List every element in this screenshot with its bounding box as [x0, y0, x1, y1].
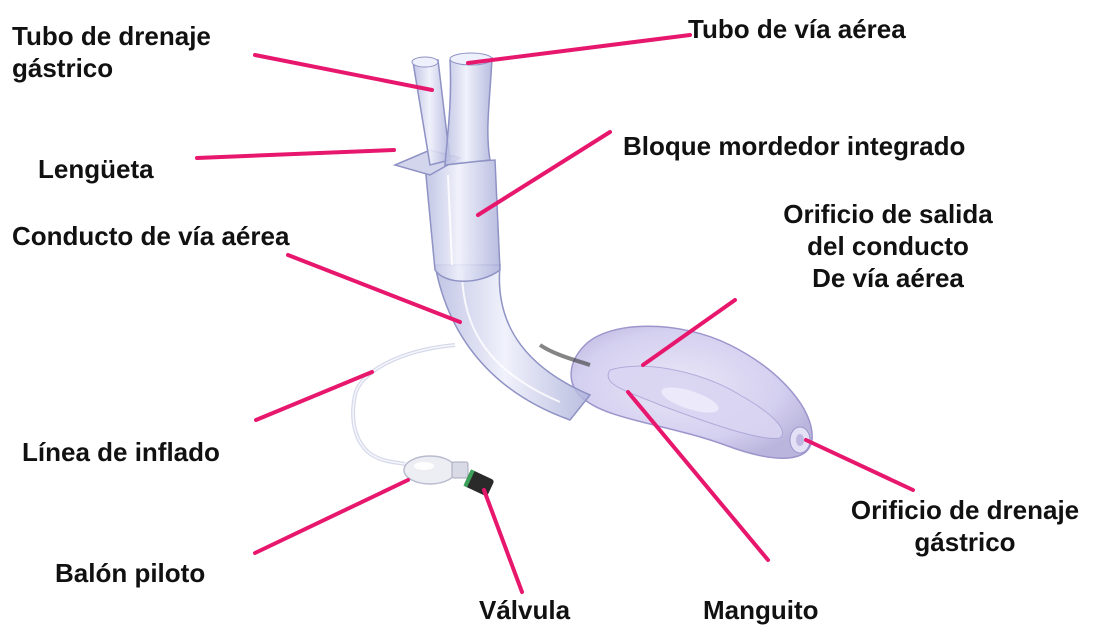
- label-orificio-drenaje: Orificio de drenaje gástrico: [830, 494, 1100, 558]
- label-orificio-salida: Orificio de salida del conducto De vía a…: [748, 198, 1028, 294]
- gastric-drain-tube: [413, 60, 450, 165]
- device-illustration: [353, 53, 812, 497]
- cuff: [571, 326, 812, 458]
- pilot-balloon: [404, 456, 468, 484]
- leader-orificio-drenaje: [806, 440, 913, 490]
- bite-block: [425, 160, 500, 281]
- leader-tubo-via-aerea: [468, 35, 690, 63]
- label-conducto-via-aerea: Conducto de vía aérea: [12, 220, 289, 252]
- leader-bloque-mordedor: [478, 132, 610, 215]
- label-valvula: Válvula: [479, 594, 570, 626]
- leader-valvula: [484, 490, 522, 592]
- leader-lines: [197, 35, 913, 592]
- label-balon-piloto: Balón piloto: [55, 557, 205, 589]
- label-tubo-drenaje-gastrico: Tubo de drenaje gástrico: [12, 20, 211, 84]
- label-tubo-via-aerea: Tubo de vía aérea: [688, 13, 906, 45]
- label-bloque-mordedor: Bloque mordedor integrado: [623, 130, 965, 162]
- label-lengueta: Lengüeta: [38, 153, 154, 185]
- airway-tube: [445, 58, 492, 165]
- label-manguito: Manguito: [703, 594, 819, 626]
- leader-balon-piloto: [255, 480, 408, 553]
- airway-conduit: [435, 265, 590, 420]
- leader-lengueta: [197, 150, 394, 158]
- label-linea-inflado: Línea de inflado: [22, 436, 220, 468]
- leader-tubo-drenaje: [255, 55, 432, 90]
- inflation-line: [353, 345, 455, 464]
